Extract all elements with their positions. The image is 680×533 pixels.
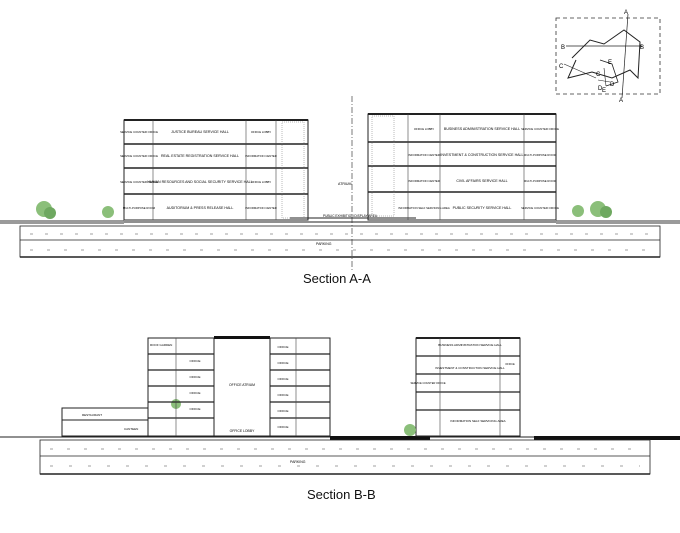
- basement-outline: [19, 225, 661, 258]
- office-label: OFFICE: [190, 375, 201, 379]
- office-label: OFFICE: [278, 345, 289, 349]
- hall-label: REAL ESTATE REGISTRATION SERVICE HALL: [161, 154, 239, 158]
- plaza-slab-b: [330, 436, 430, 440]
- room-label: SERVICE COUNTER OFFICE: [120, 154, 158, 158]
- self-service-label: INFORMATION SELF SERVICING AREA: [450, 419, 505, 423]
- room-label: INFORMATION SELF SERVICING AREA: [398, 206, 450, 210]
- hall-label: CIVIL AFFAIRS SERVICE HALL: [456, 179, 507, 183]
- room-label: INFORMATION CENTER: [408, 179, 440, 183]
- hall-label: HUMAN RESOURCES AND SOCIAL SECURITY SERV…: [147, 180, 252, 184]
- room-label: MULTI-PURPOSE ROOM: [524, 179, 557, 183]
- office-label: OFFICE: [190, 407, 201, 411]
- office-label: OFFICE: [278, 393, 289, 397]
- business-hall-label: BUSINESS ADMINISTRATION SERVICE HALL: [438, 343, 502, 347]
- marker-d-left: D: [598, 86, 603, 92]
- tree-icon: [102, 206, 114, 218]
- tree-icon: [572, 205, 584, 217]
- office-atrium-label: OFFICE ATRIUM: [229, 383, 255, 387]
- hall-label: BUSINESS ADMINISTRATION SERVICE HALL: [444, 127, 520, 131]
- room-label: OFFICE LOBBY: [251, 180, 271, 184]
- hall-label: AUDITORIUM & PRESS RELEASE HALL: [167, 206, 234, 210]
- right-podium-slab: [556, 220, 680, 224]
- room-label: SERVICE COUNTER OFFICE: [521, 127, 559, 131]
- basement-outline-b: [39, 439, 651, 475]
- section-a-drawing: PARKING JUSTICE BUREAU SERVICE HALL REAL…: [0, 96, 680, 270]
- cut-line-a: [621, 13, 629, 99]
- key-plan-frame: [555, 17, 661, 95]
- room-label: SERVICE COUNTER OFFICE: [120, 130, 158, 134]
- key-plan: A A B B C C D D E E: [555, 10, 661, 104]
- right-slab-b: [534, 436, 680, 440]
- section-a-right-building: BUSINESS ADMINISTRATION SERVICE HALL INV…: [367, 113, 559, 221]
- office-label: OFFICE: [278, 425, 289, 429]
- room-label: OFFICE LOBBY: [414, 127, 434, 131]
- right-office-label: OFFICE: [505, 362, 515, 366]
- hall-label: INVESTMENT & CONSTRUCTION SERVICE HALL: [440, 153, 523, 157]
- service-counter-label: SERVICE COUNTER OFFICE: [410, 381, 445, 385]
- marker-a-bottom: A: [619, 98, 623, 104]
- left-podium-slab: [0, 220, 124, 224]
- office-atrium-outline: [213, 337, 271, 437]
- right-tower-outline: [269, 337, 331, 437]
- room-label: INFORMATION CENTER: [408, 153, 440, 157]
- atrium-label: ATRIUM: [338, 182, 352, 186]
- cut-line-d: [597, 79, 611, 83]
- left-tower-outline: [147, 337, 215, 437]
- marker-e-top: E: [608, 60, 612, 66]
- office-label: OFFICE: [278, 377, 289, 381]
- room-label: SERVICE COUNTER OFFICE: [120, 180, 158, 184]
- section-a-left-building: JUSTICE BUREAU SERVICE HALL REAL ESTATE …: [120, 119, 309, 221]
- tree-icon: [36, 201, 56, 219]
- room-label: INFORMATION CENTER: [245, 154, 277, 158]
- hall-label: PUBLIC SECURITY SERVICE HALL: [453, 206, 512, 210]
- hall-label: JUSTICE BUREAU SERVICE HALL: [171, 130, 229, 134]
- parking-label-a: PARKING: [316, 242, 332, 246]
- section-b-drawing: PARKING RESTAURANT CANTEEN ROOF GARDEN O…: [0, 336, 680, 475]
- section-b-left-building: RESTAURANT CANTEEN ROOF GARDEN OFFICE OF…: [61, 336, 331, 437]
- site-outline: [567, 29, 641, 80]
- office-lobby-label: OFFICE LOBBY: [230, 429, 255, 433]
- roof-garden-label: ROOF GARDEN: [150, 343, 172, 347]
- right-stair-core: [371, 115, 395, 217]
- site-inner-outline: [599, 59, 619, 87]
- room-label: SERVICE COUNTER OFFICE: [521, 206, 559, 210]
- section-b-caption: Section B-B: [307, 487, 376, 502]
- left-stair-core: [281, 121, 305, 219]
- room-label: MULTI-PURPOSE ROOM: [524, 153, 557, 157]
- investment-hall-label: INVESTMENT & CONSTRUCTION SERVICE HALL: [435, 366, 505, 370]
- room-label: MULTI-PURPOSE ROOM: [123, 206, 156, 210]
- marker-c-right: C: [596, 72, 601, 78]
- room-label: INFORMATION CENTER: [245, 206, 277, 210]
- section-b-right-building: BUSINESS ADMINISTRATION SERVICE HALL INV…: [404, 337, 521, 437]
- office-label: OFFICE: [278, 361, 289, 365]
- office-label: OFFICE: [278, 409, 289, 413]
- tree-icon: [590, 201, 612, 218]
- marker-b-left: B: [561, 45, 565, 51]
- marker-e-bottom: E: [602, 88, 606, 94]
- left-building-outline: [123, 119, 309, 221]
- marker-b-right: B: [640, 45, 644, 51]
- marker-d-right: D: [610, 82, 615, 88]
- cut-line-e: [603, 67, 607, 87]
- office-label: OFFICE: [190, 391, 201, 395]
- podium-outline: [61, 407, 149, 437]
- canteen-label: CANTEEN: [124, 427, 138, 431]
- exhibition-label: PUBLIC EXHIBITION DISPLAY AREA: [323, 214, 378, 218]
- room-label: OFFICE LOBBY: [251, 130, 271, 134]
- marker-a-top: A: [624, 10, 628, 16]
- office-label: OFFICE: [190, 359, 201, 363]
- parking-label-b: PARKING: [290, 460, 306, 464]
- section-a-caption: Section A-A: [303, 271, 371, 286]
- tree-icon: [404, 424, 416, 436]
- restaurant-label: RESTAURANT: [82, 413, 102, 417]
- marker-c-left: C: [559, 64, 564, 70]
- cut-line-c: [563, 63, 597, 79]
